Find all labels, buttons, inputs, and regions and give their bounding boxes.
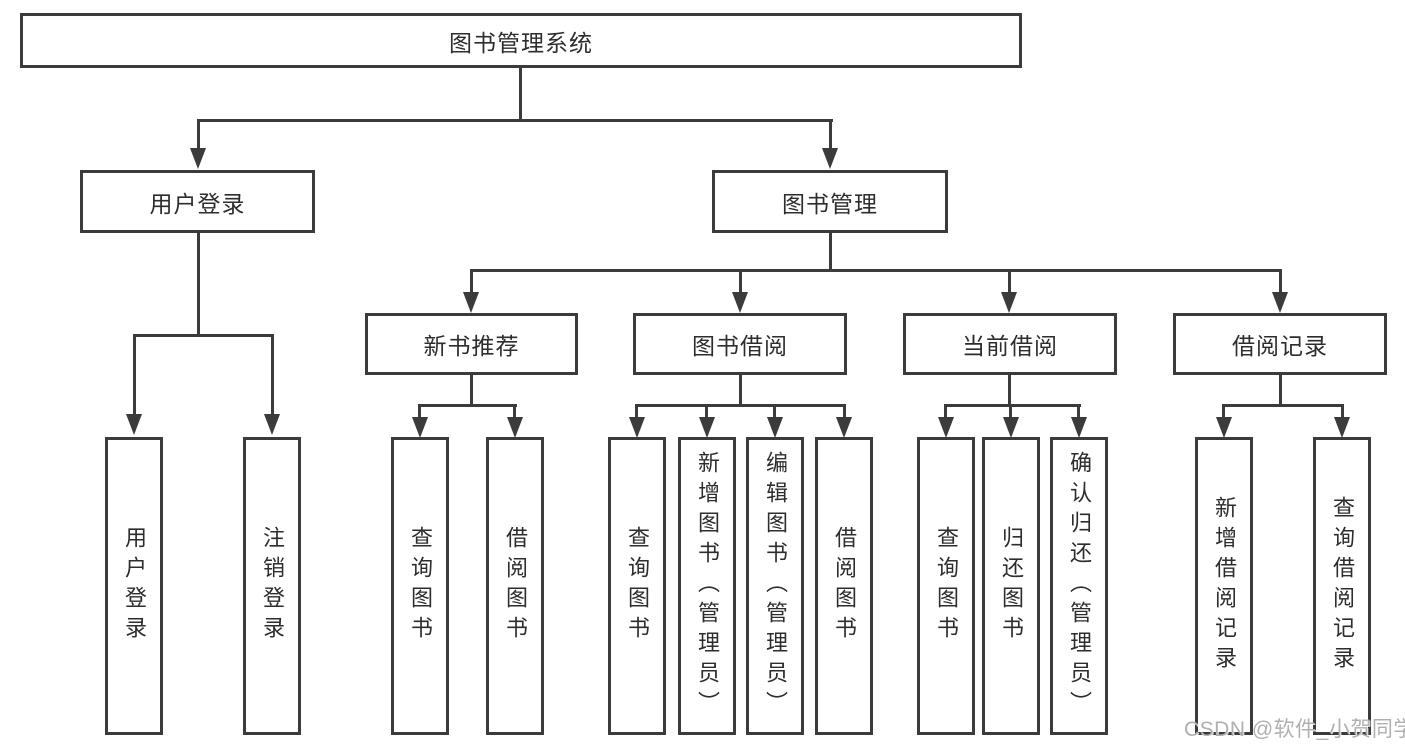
- arrow-down-icon: [264, 414, 280, 435]
- leaf-query-book-2: 查询图书: [608, 437, 666, 735]
- connector-line: [271, 334, 274, 415]
- connector-line: [418, 404, 517, 407]
- node-label: 查询图书: [625, 526, 650, 646]
- node-label: 注销登录: [260, 526, 285, 646]
- node-label: 借阅图书: [503, 526, 528, 646]
- connector-line: [133, 334, 274, 337]
- arrow-down-icon: [412, 417, 428, 438]
- connector-line: [513, 404, 516, 419]
- arrow-down-icon: [1334, 417, 1350, 438]
- connector-line: [1222, 404, 1344, 407]
- connector-line: [773, 404, 776, 419]
- leaf-borrow-book-1: 借阅图书: [486, 437, 544, 735]
- csdn-watermark: CSDN @软件_小贺同学: [1184, 718, 1405, 741]
- connector-line: [133, 334, 136, 415]
- arrow-down-icon: [938, 417, 954, 438]
- node-label: 用户登录: [149, 190, 246, 217]
- connector-line: [1009, 404, 1012, 419]
- node-label: 新增图书（管理员）: [695, 451, 720, 721]
- connector-line: [418, 404, 421, 419]
- node-label: 查询借阅记录: [1330, 496, 1355, 676]
- node-current-borrow: 当前借阅: [903, 313, 1117, 375]
- connector-line: [829, 233, 832, 272]
- node-borrow-record: 借阅记录: [1173, 313, 1387, 375]
- connector-line: [1222, 404, 1225, 419]
- arrow-down-icon: [1003, 417, 1019, 438]
- connector-line: [1008, 375, 1011, 406]
- arrow-down-icon: [767, 417, 783, 438]
- connector-line: [1279, 269, 1282, 293]
- connector-line: [197, 119, 200, 149]
- node-label: 确认归还（管理员）: [1067, 451, 1092, 721]
- connector-line: [197, 233, 200, 337]
- connector-line: [470, 269, 473, 293]
- node-label: 图书管理系统: [449, 29, 593, 56]
- leaf-return-book: 归还图书: [982, 437, 1040, 735]
- connector-line: [519, 68, 522, 121]
- arrow-down-icon: [822, 148, 838, 169]
- leaf-query-book-1: 查询图书: [391, 437, 449, 735]
- connector-line: [944, 404, 947, 419]
- connector-line: [829, 119, 832, 149]
- connector-line: [944, 404, 1081, 407]
- node-label: 查询图书: [934, 526, 959, 646]
- node-label: 查询图书: [408, 526, 433, 646]
- leaf-add-book-admin: 新增图书（管理员）: [678, 437, 736, 735]
- node-new-book-recommend: 新书推荐: [365, 313, 578, 375]
- connector-line: [843, 404, 846, 419]
- node-label: 图书管理: [782, 190, 878, 217]
- node-label: 图书借阅: [692, 333, 788, 359]
- leaf-query-book-3: 查询图书: [917, 437, 975, 735]
- node-label: 编辑图书（管理员）: [763, 451, 788, 721]
- leaf-user-login: 用户登录: [105, 437, 163, 735]
- connector-line: [739, 269, 742, 293]
- arrow-down-icon: [1071, 417, 1087, 438]
- leaf-confirm-return-admin: 确认归还（管理员）: [1050, 437, 1108, 735]
- node-label: 当前借阅: [962, 333, 1058, 359]
- connector-line: [1341, 404, 1344, 419]
- arrow-down-icon: [1272, 292, 1288, 313]
- arrow-down-icon: [190, 148, 206, 169]
- connector-line: [197, 119, 833, 122]
- arrow-down-icon: [463, 292, 479, 313]
- node-label: 新书推荐: [423, 333, 520, 359]
- arrow-down-icon: [629, 417, 645, 438]
- node-book-borrow: 图书借阅: [633, 313, 847, 375]
- leaf-query-borrow-record: 查询借阅记录: [1313, 437, 1371, 735]
- node-user-login-group: 用户登录: [80, 170, 315, 233]
- connector-line: [1008, 269, 1011, 293]
- node-label: 借阅图书: [832, 526, 857, 646]
- connector-line: [739, 375, 742, 406]
- connector-line: [1279, 375, 1282, 406]
- leaf-borrow-book-2: 借阅图书: [815, 437, 873, 735]
- node-label: 新增借阅记录: [1212, 496, 1237, 676]
- node-label: 归还图书: [999, 526, 1024, 646]
- connector-line: [705, 404, 708, 419]
- connector-line: [635, 404, 638, 419]
- arrow-down-icon: [1216, 417, 1232, 438]
- leaf-add-borrow-record: 新增借阅记录: [1195, 437, 1253, 735]
- node-label: 用户登录: [122, 526, 147, 646]
- connector-line: [1077, 404, 1080, 419]
- arrow-down-icon: [126, 414, 142, 435]
- arrow-down-icon: [699, 417, 715, 438]
- node-book-management: 图书管理: [712, 170, 948, 233]
- leaf-user-logout: 注销登录: [243, 437, 301, 735]
- arrow-down-icon: [836, 417, 852, 438]
- leaf-edit-book-admin: 编辑图书（管理员）: [746, 437, 804, 735]
- connector-line: [635, 404, 846, 407]
- arrow-down-icon: [507, 417, 523, 438]
- arrow-down-icon: [732, 292, 748, 313]
- connector-line: [470, 269, 1282, 272]
- connector-line: [470, 375, 473, 406]
- node-label: 借阅记录: [1232, 333, 1328, 359]
- node-root-system: 图书管理系统: [20, 13, 1022, 68]
- arrow-down-icon: [1001, 292, 1017, 313]
